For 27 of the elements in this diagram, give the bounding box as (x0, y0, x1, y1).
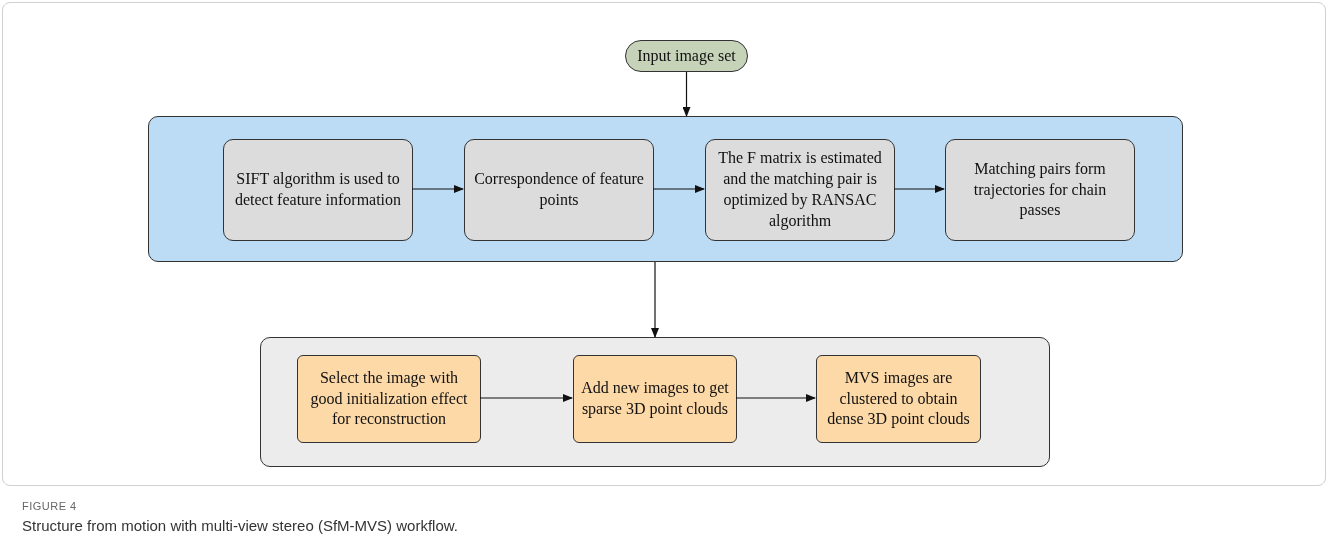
process-box (705, 139, 895, 241)
node-text: Add new images to get sparse 3D point clouds (580, 378, 730, 420)
node-text: MVS images are clustered to obtain dense 3D point clouds (826, 367, 971, 430)
arrow (479, 394, 573, 402)
arrow (652, 185, 705, 193)
group-panel (148, 116, 1183, 262)
process-box (464, 139, 654, 241)
group-panel (260, 337, 1050, 467)
node-text: Correspondence of feature points (473, 169, 645, 211)
process-box (945, 139, 1135, 241)
process-box (297, 355, 481, 443)
process-box (816, 355, 981, 443)
arrow (411, 185, 464, 193)
node-text: Input image set (636, 45, 737, 67)
node-text: Select the image with good initialization effect for reconstruction (309, 367, 469, 430)
input-pill (625, 40, 748, 72)
node-text: The F matrix is estimated and the matching pair is optimized by RANSAC algorithm (717, 148, 883, 232)
arrow (682, 71, 691, 117)
node-text: SIFT algorithm is used to detect feature information (233, 169, 403, 210)
process-box (573, 355, 737, 443)
arrow (735, 394, 816, 402)
figure-label: FIGURE 4 (22, 500, 77, 512)
figure-caption: Structure from motion with multi-view stereo (SfM-MVS) workflow. (22, 517, 458, 534)
arrow (893, 185, 945, 193)
arrow (651, 261, 659, 338)
node-text: Matching pairs form trajectories for chain passes (972, 158, 1108, 221)
process-box (223, 139, 413, 241)
